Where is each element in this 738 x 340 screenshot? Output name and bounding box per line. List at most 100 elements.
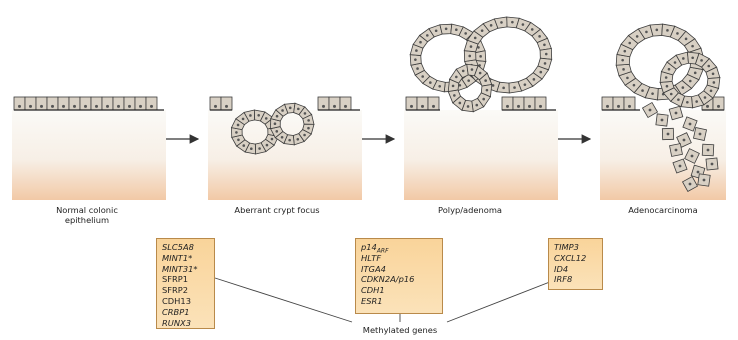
cell-nucleus [242,118,245,121]
gene-label: HLTF [361,253,437,264]
cell-nucleus [467,79,470,82]
cell-nucleus [416,67,419,70]
stage-label-polyp: Polyp/adenoma [425,205,515,215]
cell-nucleus [697,171,700,174]
gene-label: IRF8 [554,274,597,285]
normal-epithelium-panel [12,97,166,200]
cell-nucleus [689,123,692,126]
cell-nucleus [410,105,413,108]
cell-nucleus [486,89,489,92]
cell-nucleus [695,100,698,103]
cell-nucleus [275,130,278,133]
cell-nucleus [453,94,456,97]
cell-nucleus [235,131,238,134]
gene-label: p14ARF [361,242,437,253]
cell-nucleus [297,108,300,111]
cell-nucleus [641,89,644,92]
cell-nucleus [344,105,347,108]
cell-nucleus [459,102,462,105]
epithelial-cell [58,97,69,110]
cell-nucleus [128,105,131,108]
stage-label-normal: Normal colonic epithelium [41,205,133,225]
cell-nucleus [468,55,471,58]
cell-nucleus [691,45,694,48]
cell-nucleus [276,115,279,118]
cell-nucleus [258,147,261,150]
cell-nucleus [524,83,527,86]
gene-label: RUNX3 [162,318,209,329]
epithelial-cell [80,97,91,110]
cell-nucleus [225,105,228,108]
cell-nucleus [543,43,546,46]
cell-nucleus [484,79,487,82]
cell-nucleus [621,59,624,62]
cell-nucleus [257,114,260,117]
cell-nucleus [622,68,625,71]
cell-nucleus [628,105,631,108]
cell-nucleus [513,86,516,89]
adenocarcinoma-panel [600,24,726,200]
tissue-layer [404,110,558,200]
cell-nucleus [685,38,688,41]
cell-nucleus [533,78,536,81]
epithelial-cell [124,97,135,110]
cell-nucleus [490,24,493,27]
epithelial-cell [113,97,124,110]
cell-nucleus [500,21,503,24]
cell-nucleus [432,105,435,108]
methylated-genes-label: Methylated genes [338,325,462,335]
cell-nucleus [703,179,706,182]
cell-nucleus [713,81,716,84]
epithelial-cell [428,97,439,110]
cell-nucleus [636,35,639,38]
cell-nucleus [117,105,120,108]
epithelial-cell [713,97,724,110]
epithelial-cell [406,97,417,110]
cell-nucleus [73,105,76,108]
epithelial-cell [513,97,524,110]
gene-label: TIMP3 [554,242,597,253]
gene-label: SLC5A8 [162,242,209,253]
polyp-adenoma-panel [404,17,558,200]
cell-nucleus [544,62,547,65]
gene-box-aberrant: SLC5A8 MINT1* MINT31* SFRP1 SFRP2 CDH13 … [156,238,215,329]
aberrant-crypt-panel [208,97,362,200]
cell-nucleus [464,32,467,35]
stage-label-aberrant: Aberrant crypt focus [222,205,332,215]
cell-nucleus [150,105,153,108]
epithelial-cell [210,97,221,110]
cell-nucleus [711,163,714,166]
epithelial-cell [602,97,613,110]
cell-nucleus [682,57,685,60]
cell-nucleus [691,56,694,59]
cell-nucleus [452,85,455,88]
epithelial-cell [502,97,513,110]
cell-nucleus [700,59,703,62]
cell-nucleus [482,98,485,101]
gene-box-adenocarcinoma: TIMP3 CXCL12 ID4 IRF8 [548,238,603,290]
epithelial-cell [524,97,535,110]
gene-label: MINT31* [162,264,209,275]
stage-label-adenocarcinoma: Adenocarcinoma [616,205,710,215]
cell-nucleus [670,93,673,96]
connector-line-left [215,278,352,322]
cell-nucleus [651,92,654,95]
cell-nucleus [307,127,310,130]
cell-nucleus [667,133,670,136]
cell-nucleus [666,85,669,88]
cell-nucleus [481,29,484,32]
cell-nucleus [606,105,609,108]
epithelial-cell [318,97,329,110]
cell-nucleus [475,104,478,107]
cell-nucleus [479,72,482,75]
cell-nucleus [333,105,336,108]
gene-label: CRBP1 [162,307,209,318]
cell-nucleus [645,31,648,34]
gene-label: ESR1 [361,296,437,307]
cell-nucleus [40,105,43,108]
cell-nucleus [296,138,299,141]
epithelial-cell [102,97,113,110]
tissue-layer [12,110,166,200]
cell-nucleus [539,71,542,74]
cell-nucleus [617,105,620,108]
